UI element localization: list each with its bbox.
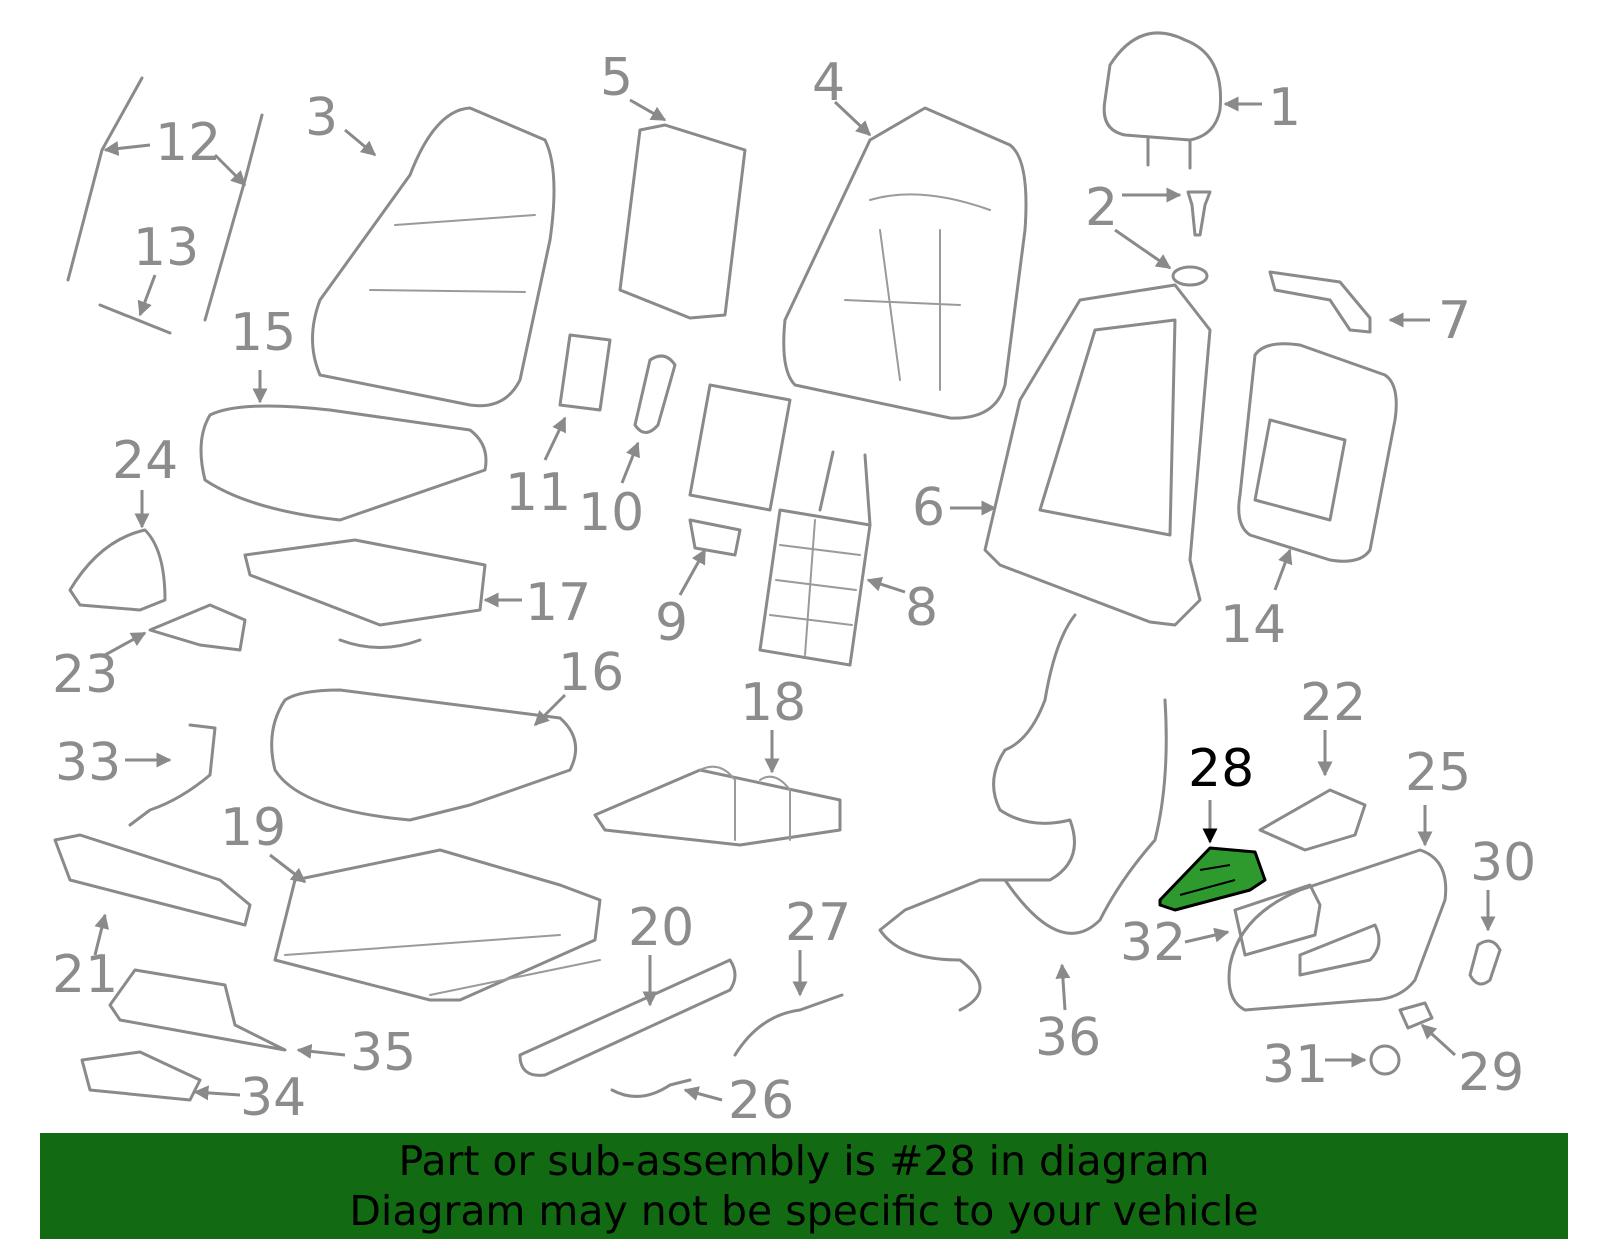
part-bracket-7 — [1268, 270, 1372, 334]
callout-21: 21 — [52, 945, 118, 1005]
callout-22: 22 — [1300, 673, 1366, 733]
part-bracket-11 — [558, 333, 612, 412]
part-knob-31 — [1369, 1044, 1401, 1076]
callout-5: 5 — [600, 48, 633, 108]
part-tray-34 — [80, 1050, 202, 1102]
part-headrest-guides — [1171, 190, 1212, 287]
callout-18: 18 — [740, 673, 806, 733]
callout-25: 25 — [1405, 743, 1471, 803]
callout-27: 27 — [785, 893, 851, 953]
callout-31: 31 — [1262, 1035, 1328, 1095]
info-banner: Part or sub-assembly is #28 in diagram D… — [40, 1133, 1568, 1239]
callout-36: 36 — [1035, 1008, 1101, 1068]
banner-line-2: Diagram may not be specific to your vehi… — [349, 1187, 1259, 1235]
callout-32: 32 — [1120, 913, 1186, 973]
part-bracket-22 — [1258, 788, 1367, 852]
part-seat-track — [273, 848, 602, 1002]
part-trim-21 — [53, 833, 252, 927]
callout-19: 19 — [220, 798, 286, 858]
part-cushion-cover — [199, 404, 488, 522]
callout-24: 24 — [112, 431, 178, 491]
part-back-panel-14 — [1237, 342, 1398, 563]
part-bracket-35 — [108, 968, 287, 1052]
callout-33: 33 — [55, 733, 121, 793]
part-bracket-23 — [148, 603, 247, 652]
leader-lines — [93, 96, 1496, 1102]
part-pad-10 — [633, 354, 677, 434]
callout-13: 13 — [133, 218, 199, 278]
callout-8: 8 — [905, 578, 938, 638]
callout-11: 11 — [505, 463, 571, 523]
part-headrest — [1102, 31, 1223, 170]
banner-line-1: Part or sub-assembly is #28 in diagram — [398, 1137, 1210, 1185]
callout-12: 12 — [155, 113, 221, 173]
callout-1: 1 — [1268, 78, 1301, 138]
callout-6: 6 — [912, 478, 945, 538]
part-switch-32 — [1233, 883, 1322, 957]
callout-16: 16 — [558, 643, 624, 703]
part-side-shield — [1227, 848, 1448, 1012]
callout-15: 15 — [230, 303, 296, 363]
part-seatback-frame — [983, 283, 1212, 627]
part-trim-20 — [518, 958, 737, 1077]
part-cushion-pad — [270, 688, 578, 822]
callout-14: 14 — [1220, 595, 1286, 655]
part-wire-harness — [878, 613, 1168, 1012]
callout-20: 20 — [628, 898, 694, 958]
callout-28-highlighted: 28 — [1188, 739, 1254, 799]
part-28-highlighted — [1158, 846, 1267, 912]
part-spring-frame — [593, 765, 842, 847]
callout-9: 9 — [655, 593, 688, 653]
part-back-panel — [618, 123, 747, 320]
part-cable-33 — [128, 723, 217, 827]
part-cable-26 — [610, 1078, 692, 1098]
part-harness-9 — [688, 518, 742, 557]
callout-26: 26 — [728, 1071, 794, 1131]
callout-2: 2 — [1085, 178, 1118, 238]
callout-3: 3 — [305, 88, 338, 148]
part-28-shape — [1158, 846, 1267, 912]
part-seat-pan — [243, 538, 487, 649]
part-knob-29 — [1398, 1001, 1434, 1030]
callout-34: 34 — [240, 1068, 306, 1128]
callout-35: 35 — [350, 1023, 416, 1083]
callout-10: 10 — [578, 483, 644, 543]
part-seatback-cover — [311, 106, 556, 408]
callout-17: 17 — [525, 573, 591, 633]
callout-23: 23 — [52, 645, 118, 705]
callout-29: 29 — [1458, 1043, 1524, 1103]
part-cable-27 — [733, 993, 844, 1057]
part-bracket-24 — [68, 528, 167, 612]
part-lumbar-support — [758, 450, 872, 667]
callout-4: 4 — [812, 53, 845, 113]
callout-labels: 1 2 3 4 5 6 7 8 9 10 11 12 13 14 15 16 1… — [52, 48, 1536, 1131]
part-module-box — [688, 383, 792, 512]
part-seatback-pad — [782, 106, 1028, 420]
callout-7: 7 — [1438, 291, 1471, 351]
part-knob-30 — [1468, 939, 1502, 986]
callout-30: 30 — [1470, 833, 1536, 893]
